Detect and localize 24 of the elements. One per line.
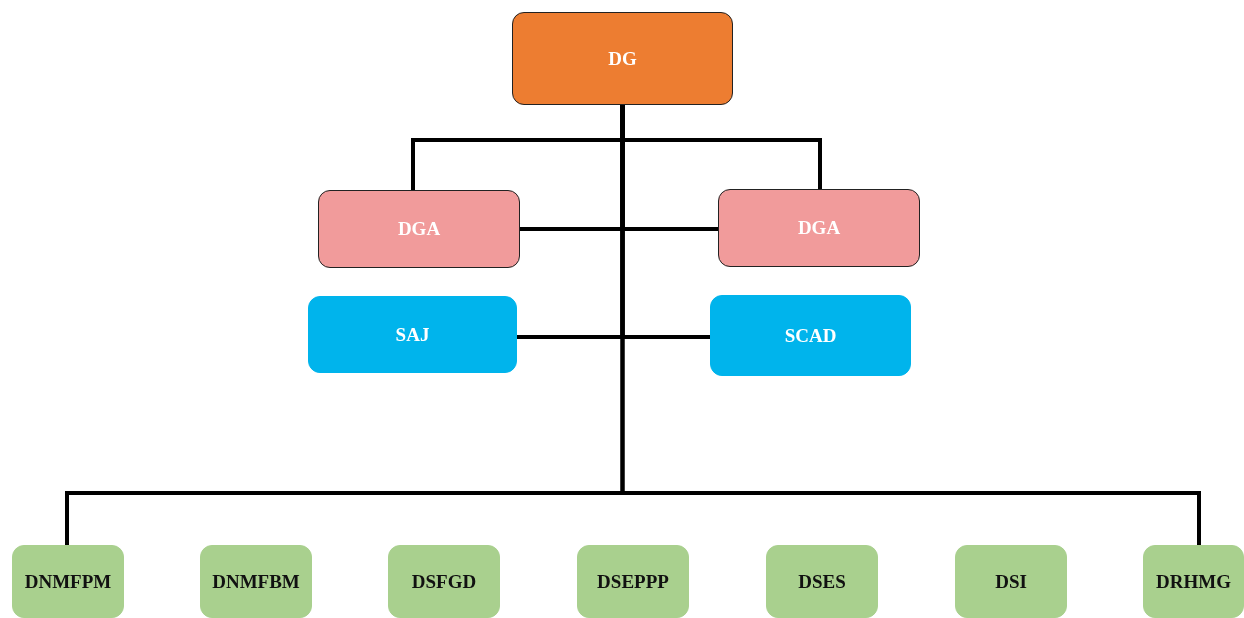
org-box (577, 545, 689, 618)
org-box (1143, 545, 1244, 618)
org-box (308, 296, 517, 373)
unit-name: DSI (995, 570, 1027, 593)
org-box (512, 12, 733, 105)
unit-name: DSEPPP (597, 570, 669, 593)
unit-name: DSES (798, 570, 846, 593)
org-box (955, 545, 1067, 618)
org-box (200, 545, 312, 618)
unit-name: DGA (397, 218, 441, 240)
unit-name: DRHMG (1156, 570, 1231, 593)
unit-name: DG (608, 47, 637, 70)
org-box (318, 190, 520, 268)
unit-name: DGA (797, 217, 841, 239)
org-box (718, 189, 920, 267)
unit-name: SAJ (395, 323, 430, 346)
unit-name: SCAD (784, 324, 837, 347)
unit-name: DNMFPM (24, 570, 112, 593)
unit-name: DNMFBM (212, 570, 300, 593)
org-box (388, 545, 500, 618)
org-box (766, 545, 878, 618)
org-box (12, 545, 124, 618)
unit-name: DSFGD (411, 570, 477, 593)
org-box (710, 295, 911, 376)
